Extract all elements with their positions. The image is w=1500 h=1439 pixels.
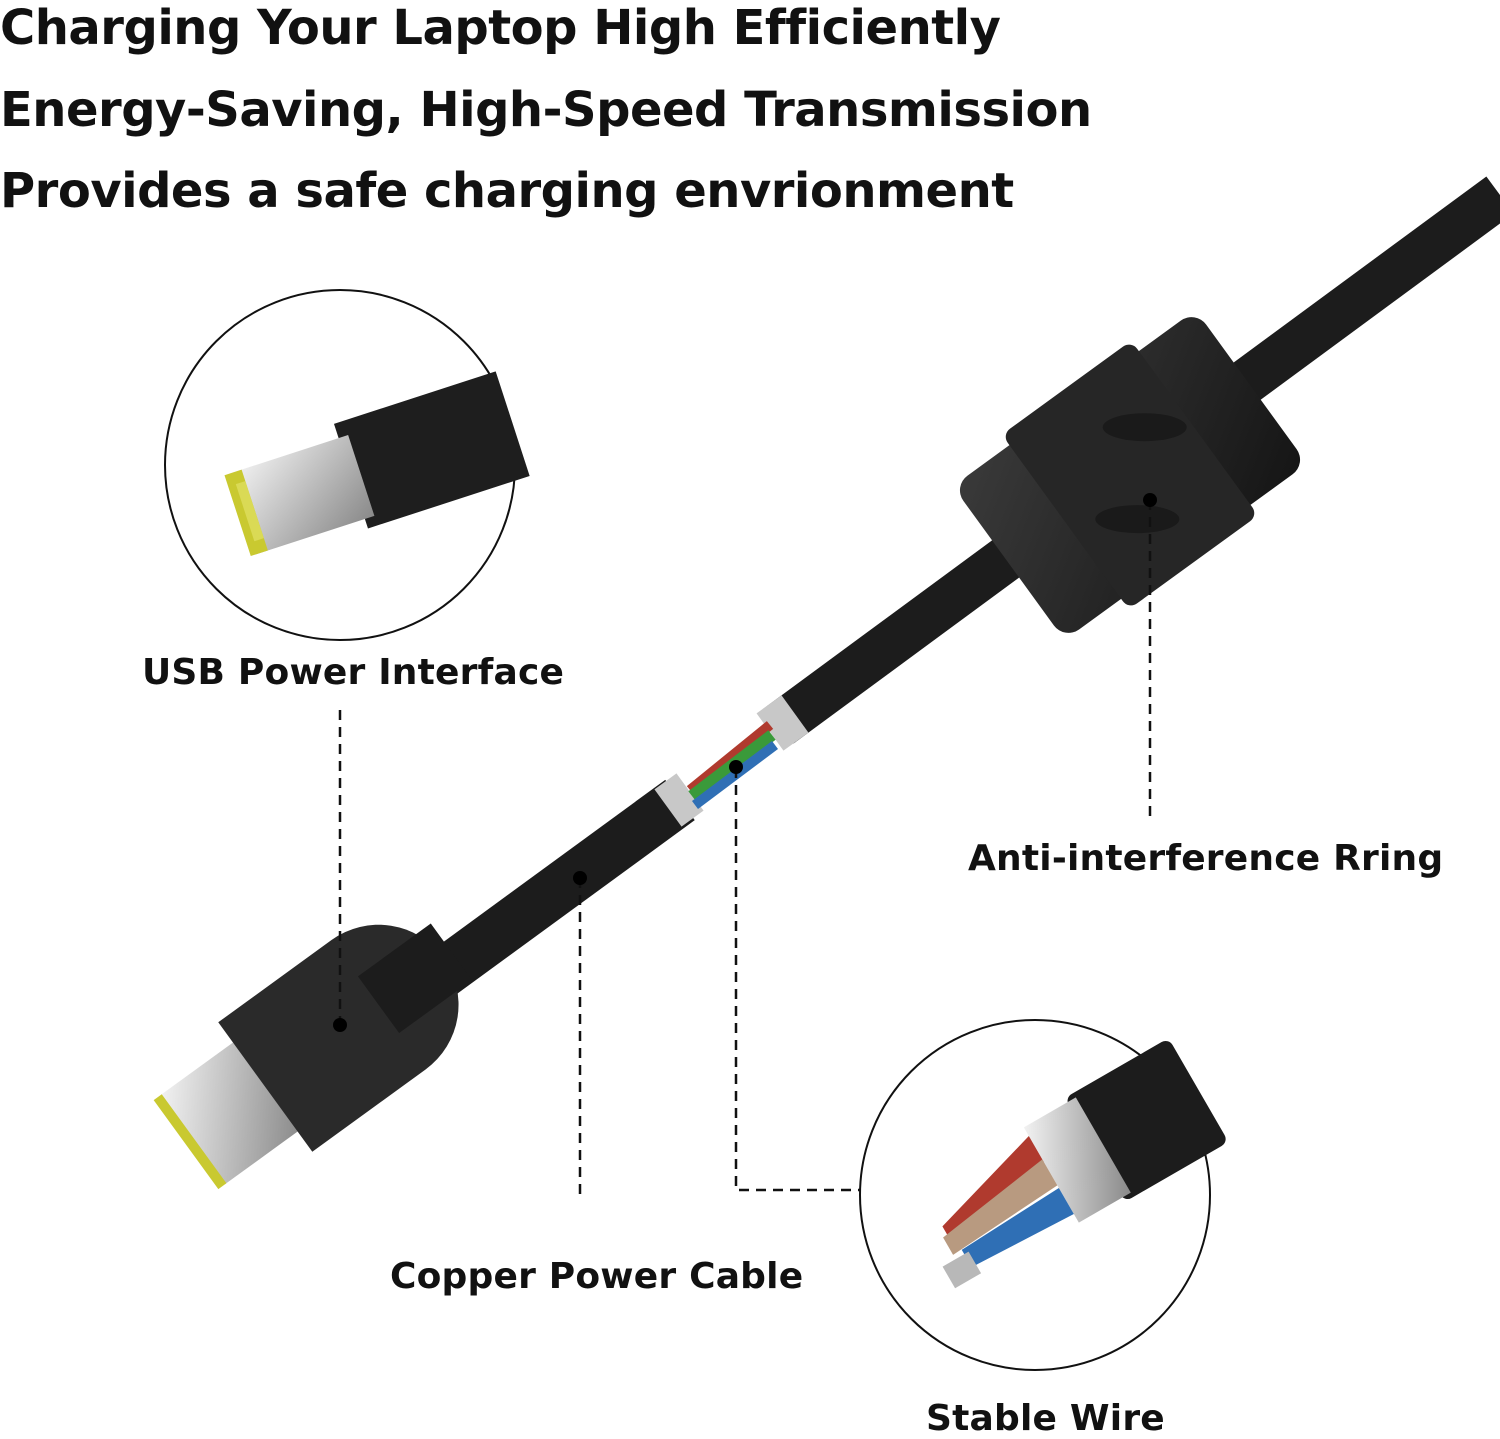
plug-connector: [153, 923, 472, 1190]
anti-interference-ring-label: Anti-interference Rring: [968, 838, 1444, 879]
stable-wire-label: Stable Wire: [926, 1398, 1165, 1439]
ferrite-ring: [959, 317, 1301, 633]
stable-wire-zoom-circle: [859, 1019, 1226, 1371]
copper-power-cable-label: Copper Power Cable: [390, 1256, 804, 1297]
leader-lines: [338, 500, 1152, 1195]
headline-3: Provides a safe charging envrionment: [0, 163, 1014, 219]
usb-interface-zoom-circle: [164, 289, 530, 641]
headline-1: Charging Your Laptop High Efficiently: [0, 0, 1001, 56]
leader-dots: [333, 493, 1157, 1032]
headline-2: Energy-Saving, High-Speed Transmission: [0, 82, 1092, 138]
usb-power-interface-label: USB Power Interface: [142, 652, 565, 693]
